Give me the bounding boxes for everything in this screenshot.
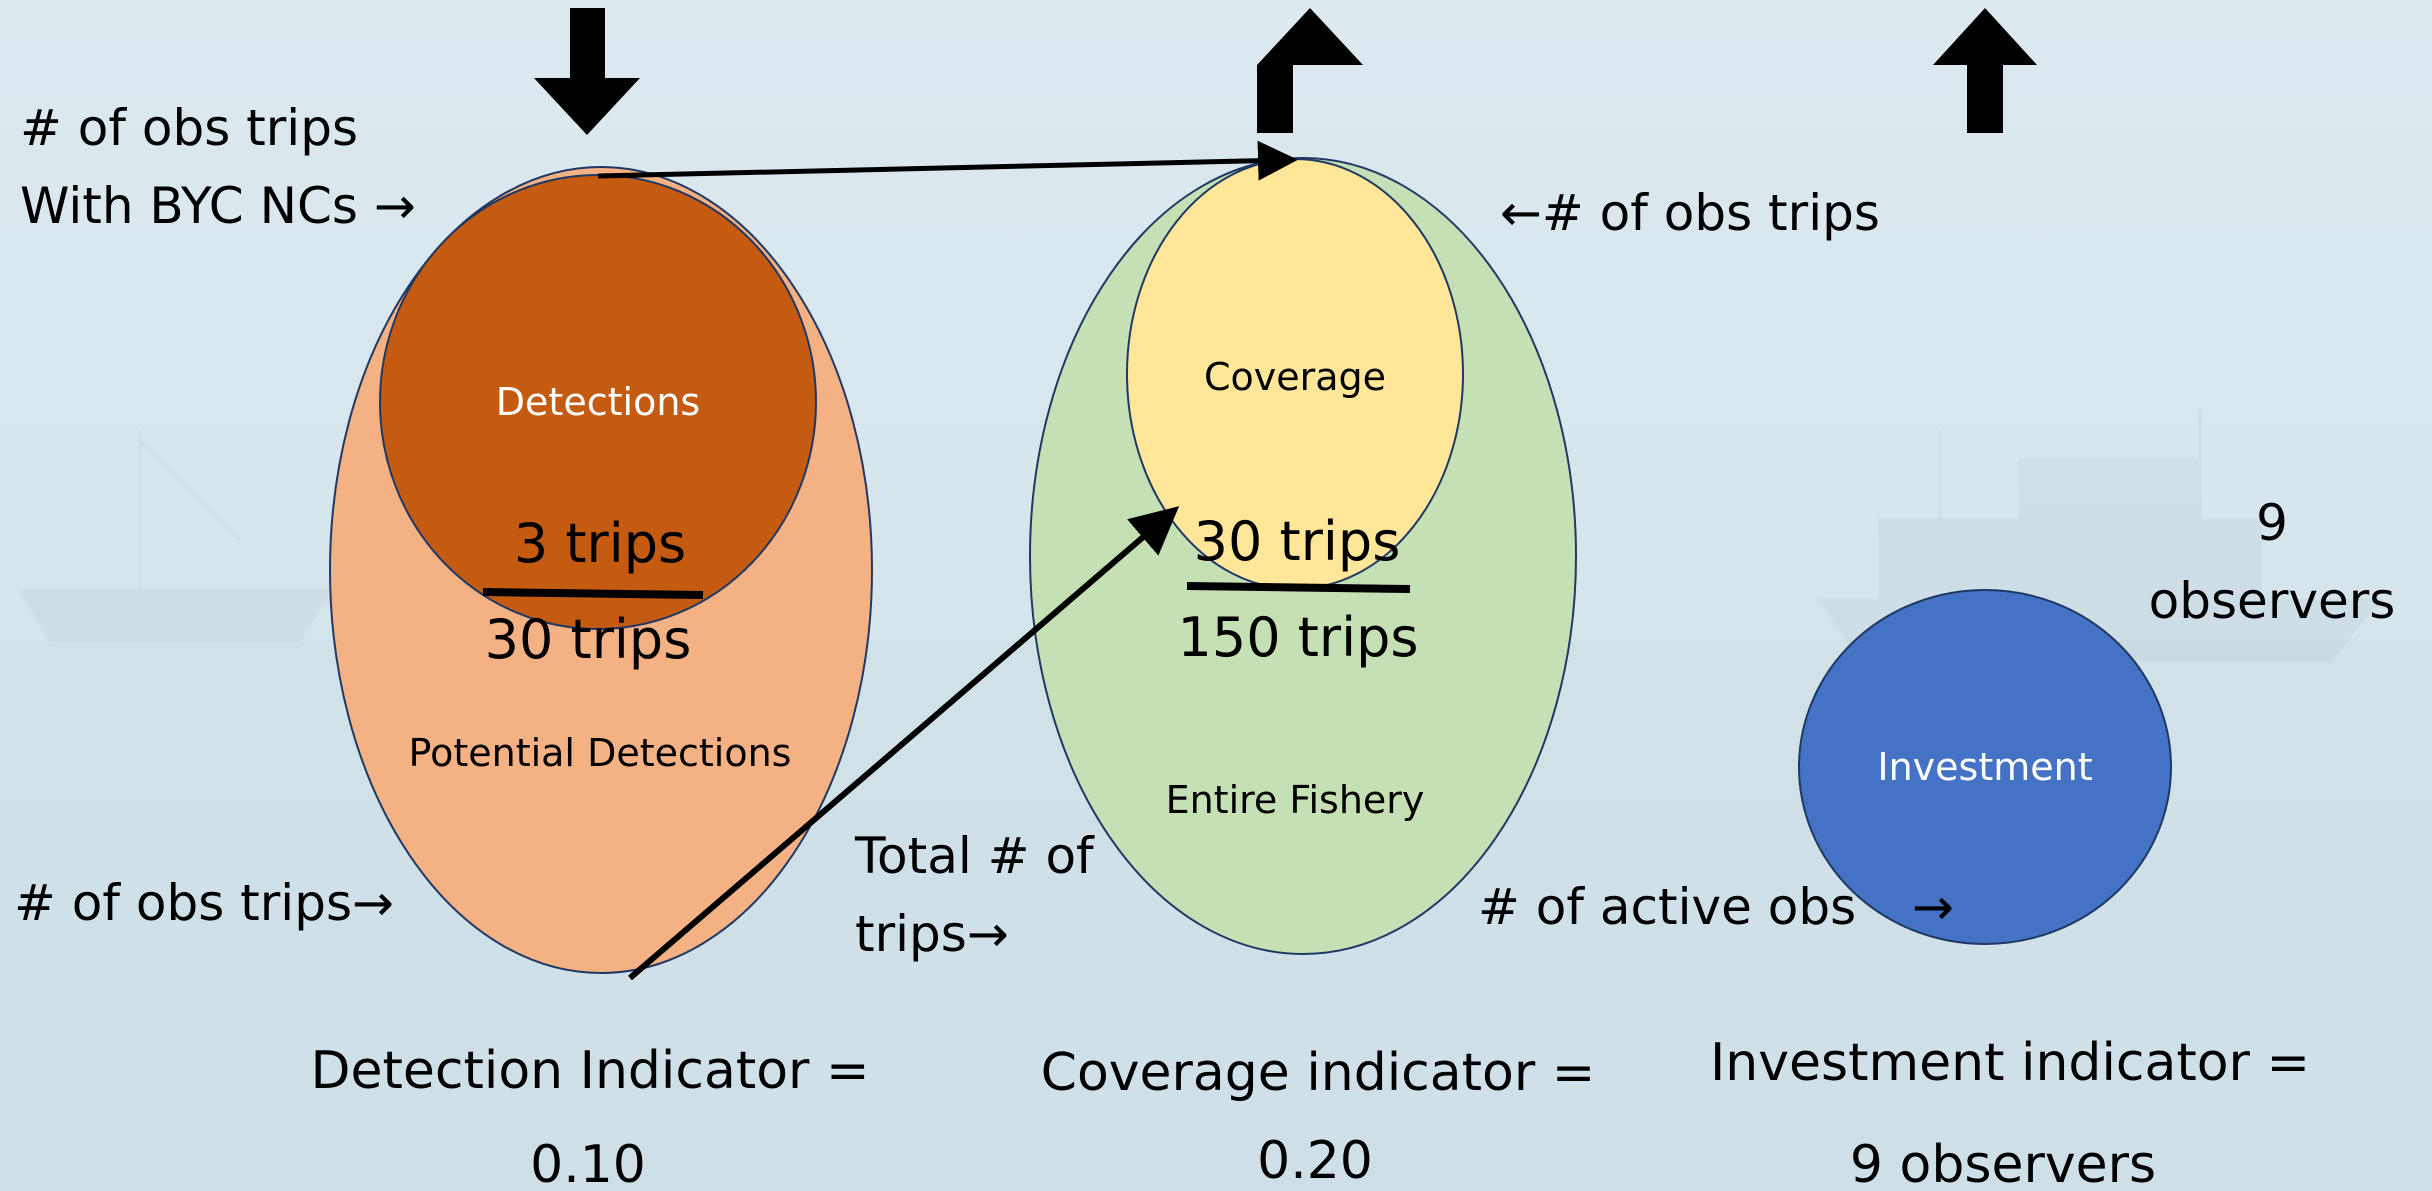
coverage-indicator-label: Coverage indicator = — [1041, 1043, 1596, 1103]
detections-label: Detections — [496, 380, 700, 424]
entire-fishery-label: Entire Fishery — [1166, 778, 1425, 822]
observers-word: observers — [2149, 572, 2396, 630]
potential-detections-label: Potential Detections — [409, 731, 792, 775]
detection-fraction-bar — [482, 588, 704, 599]
coverage-label: Coverage — [1204, 355, 1386, 399]
detections-to-coverage-arrow — [597, 140, 1298, 181]
investment-indicator-value: 9 observers — [1850, 1135, 2156, 1191]
obs-trips-byc-label-line2: With BYC NCs → — [20, 177, 416, 235]
investment-label: Investment — [1877, 745, 2092, 789]
total-trips-label-line2: trips→ — [855, 905, 1009, 963]
potential-to-coverage-arrow — [628, 506, 1180, 981]
active-obs-label: # of active obs — [1478, 878, 1856, 936]
detection-numerator: 3 trips — [514, 512, 686, 575]
active-obs-arrow: → — [1912, 878, 1954, 936]
detection-indicator-label: Detection Indicator = — [310, 1041, 869, 1101]
coverage-numerator: 30 trips — [1194, 510, 1401, 573]
observers-count: 9 — [2256, 494, 2288, 552]
total-trips-label-line1: Total # of — [854, 827, 1095, 885]
coverage-obs-trips-label: ←# of obs trips — [1500, 184, 1880, 242]
down-arrow-icon — [534, 8, 640, 135]
obs-trips-byc-label-line1: # of obs trips — [20, 99, 358, 157]
ship-watermark — [17, 430, 333, 642]
coverage-fraction-bar — [1186, 582, 1411, 593]
detection-denominator: 30 trips — [485, 608, 692, 671]
detection-indicator-value: 0.10 — [530, 1135, 646, 1191]
obs-trips-label: # of obs trips→ — [14, 874, 394, 932]
up-arrow-icon — [1257, 8, 1363, 133]
investment-circle — [1798, 589, 2172, 945]
up-arrow-icon — [1933, 8, 2037, 133]
coverage-denominator: 150 trips — [1177, 606, 1418, 669]
investment-indicator-label: Investment indicator = — [1710, 1033, 2310, 1093]
coverage-indicator-value: 0.20 — [1257, 1131, 1373, 1191]
